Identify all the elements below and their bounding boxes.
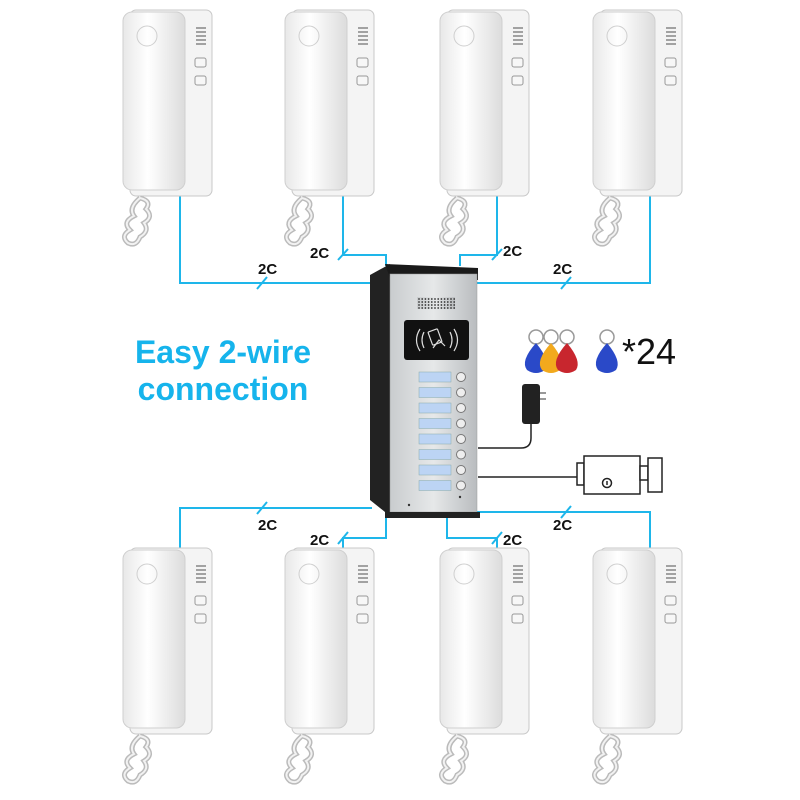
wire-label: 2C xyxy=(310,245,329,262)
call-button xyxy=(456,434,466,444)
indoor-handset xyxy=(440,10,529,244)
call-button xyxy=(456,387,466,398)
call-button xyxy=(456,418,466,429)
call-button xyxy=(456,403,466,413)
rfid-icon xyxy=(415,328,459,352)
name-label-window xyxy=(418,480,452,491)
wiring xyxy=(179,190,651,550)
wire-slashes xyxy=(256,248,572,545)
outdoor-door-panel xyxy=(370,264,480,518)
keyfob-blue-single xyxy=(595,329,618,373)
keyfob-quantity: *24 xyxy=(622,331,677,372)
wire-label: 2C xyxy=(258,517,277,534)
indoor-handset xyxy=(285,10,374,244)
name-label-window xyxy=(418,387,452,398)
speaker-grille xyxy=(417,297,455,309)
indoor-handset xyxy=(593,548,682,782)
wire-top-1 xyxy=(179,190,372,284)
wire-bottom-1 xyxy=(179,507,372,550)
name-label-window xyxy=(418,402,452,414)
wire-label: 2C xyxy=(503,243,522,260)
indoor-handset xyxy=(440,548,529,782)
keyfob-red xyxy=(555,329,578,373)
wire-label: 2C xyxy=(553,261,572,278)
headline-line-2: connection xyxy=(137,371,309,407)
rfid-reader xyxy=(404,320,469,360)
power-adapter xyxy=(478,384,546,449)
indoor-handset xyxy=(285,548,374,782)
call-button xyxy=(456,465,466,475)
call-button xyxy=(456,449,466,460)
wire-bottom-2 xyxy=(342,515,387,550)
indoor-handset xyxy=(123,10,212,244)
rfid-keyfobs xyxy=(524,329,618,373)
wire-top-2 xyxy=(342,190,387,266)
electric-lock xyxy=(478,455,663,495)
wire-label: 2C xyxy=(258,261,277,278)
name-label-window xyxy=(418,433,452,445)
indoor-handset xyxy=(593,10,682,244)
name-label-window xyxy=(418,371,452,383)
wire-top-3 xyxy=(459,190,498,266)
name-label-window xyxy=(418,418,452,429)
call-button xyxy=(456,372,466,382)
call-button xyxy=(456,480,466,491)
headline-line-1: Easy 2-wire xyxy=(134,334,312,370)
indoor-handset xyxy=(123,548,212,782)
wire-label: 2C xyxy=(310,532,329,549)
wire-bottom-3 xyxy=(446,515,498,550)
wire-label: 2C xyxy=(553,517,572,534)
name-label-window xyxy=(418,464,452,476)
wire-top-4 xyxy=(476,190,651,284)
headline: Easy 2-wire connection xyxy=(118,334,328,408)
wire-label: 2C xyxy=(503,532,522,549)
name-label-window xyxy=(418,449,452,460)
